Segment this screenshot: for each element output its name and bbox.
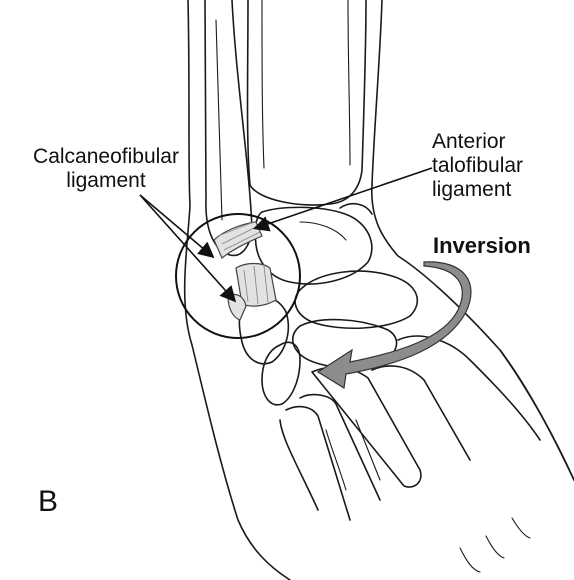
fibula-bone: [204, 0, 253, 257]
tibia-bone: [246, 0, 367, 206]
inversion-arrow: [316, 261, 472, 389]
magnification-circle: [175, 213, 301, 339]
panel-label: B: [38, 485, 59, 518]
talus-bone: [254, 202, 373, 285]
calcaneus-bone: [238, 295, 290, 365]
inversion-label: Inversion: [433, 233, 531, 258]
label-pointers: [139, 167, 433, 303]
anterior-talofibular-ligament: [213, 221, 263, 259]
calcaneofibular-ligament: [227, 262, 277, 321]
anterior-talofibular-label: Anterior talofibular ligament: [432, 130, 524, 202]
calcaneofibular-label: Calcaneofibular ligament: [33, 145, 179, 193]
foot-outline: [459, 349, 574, 573]
